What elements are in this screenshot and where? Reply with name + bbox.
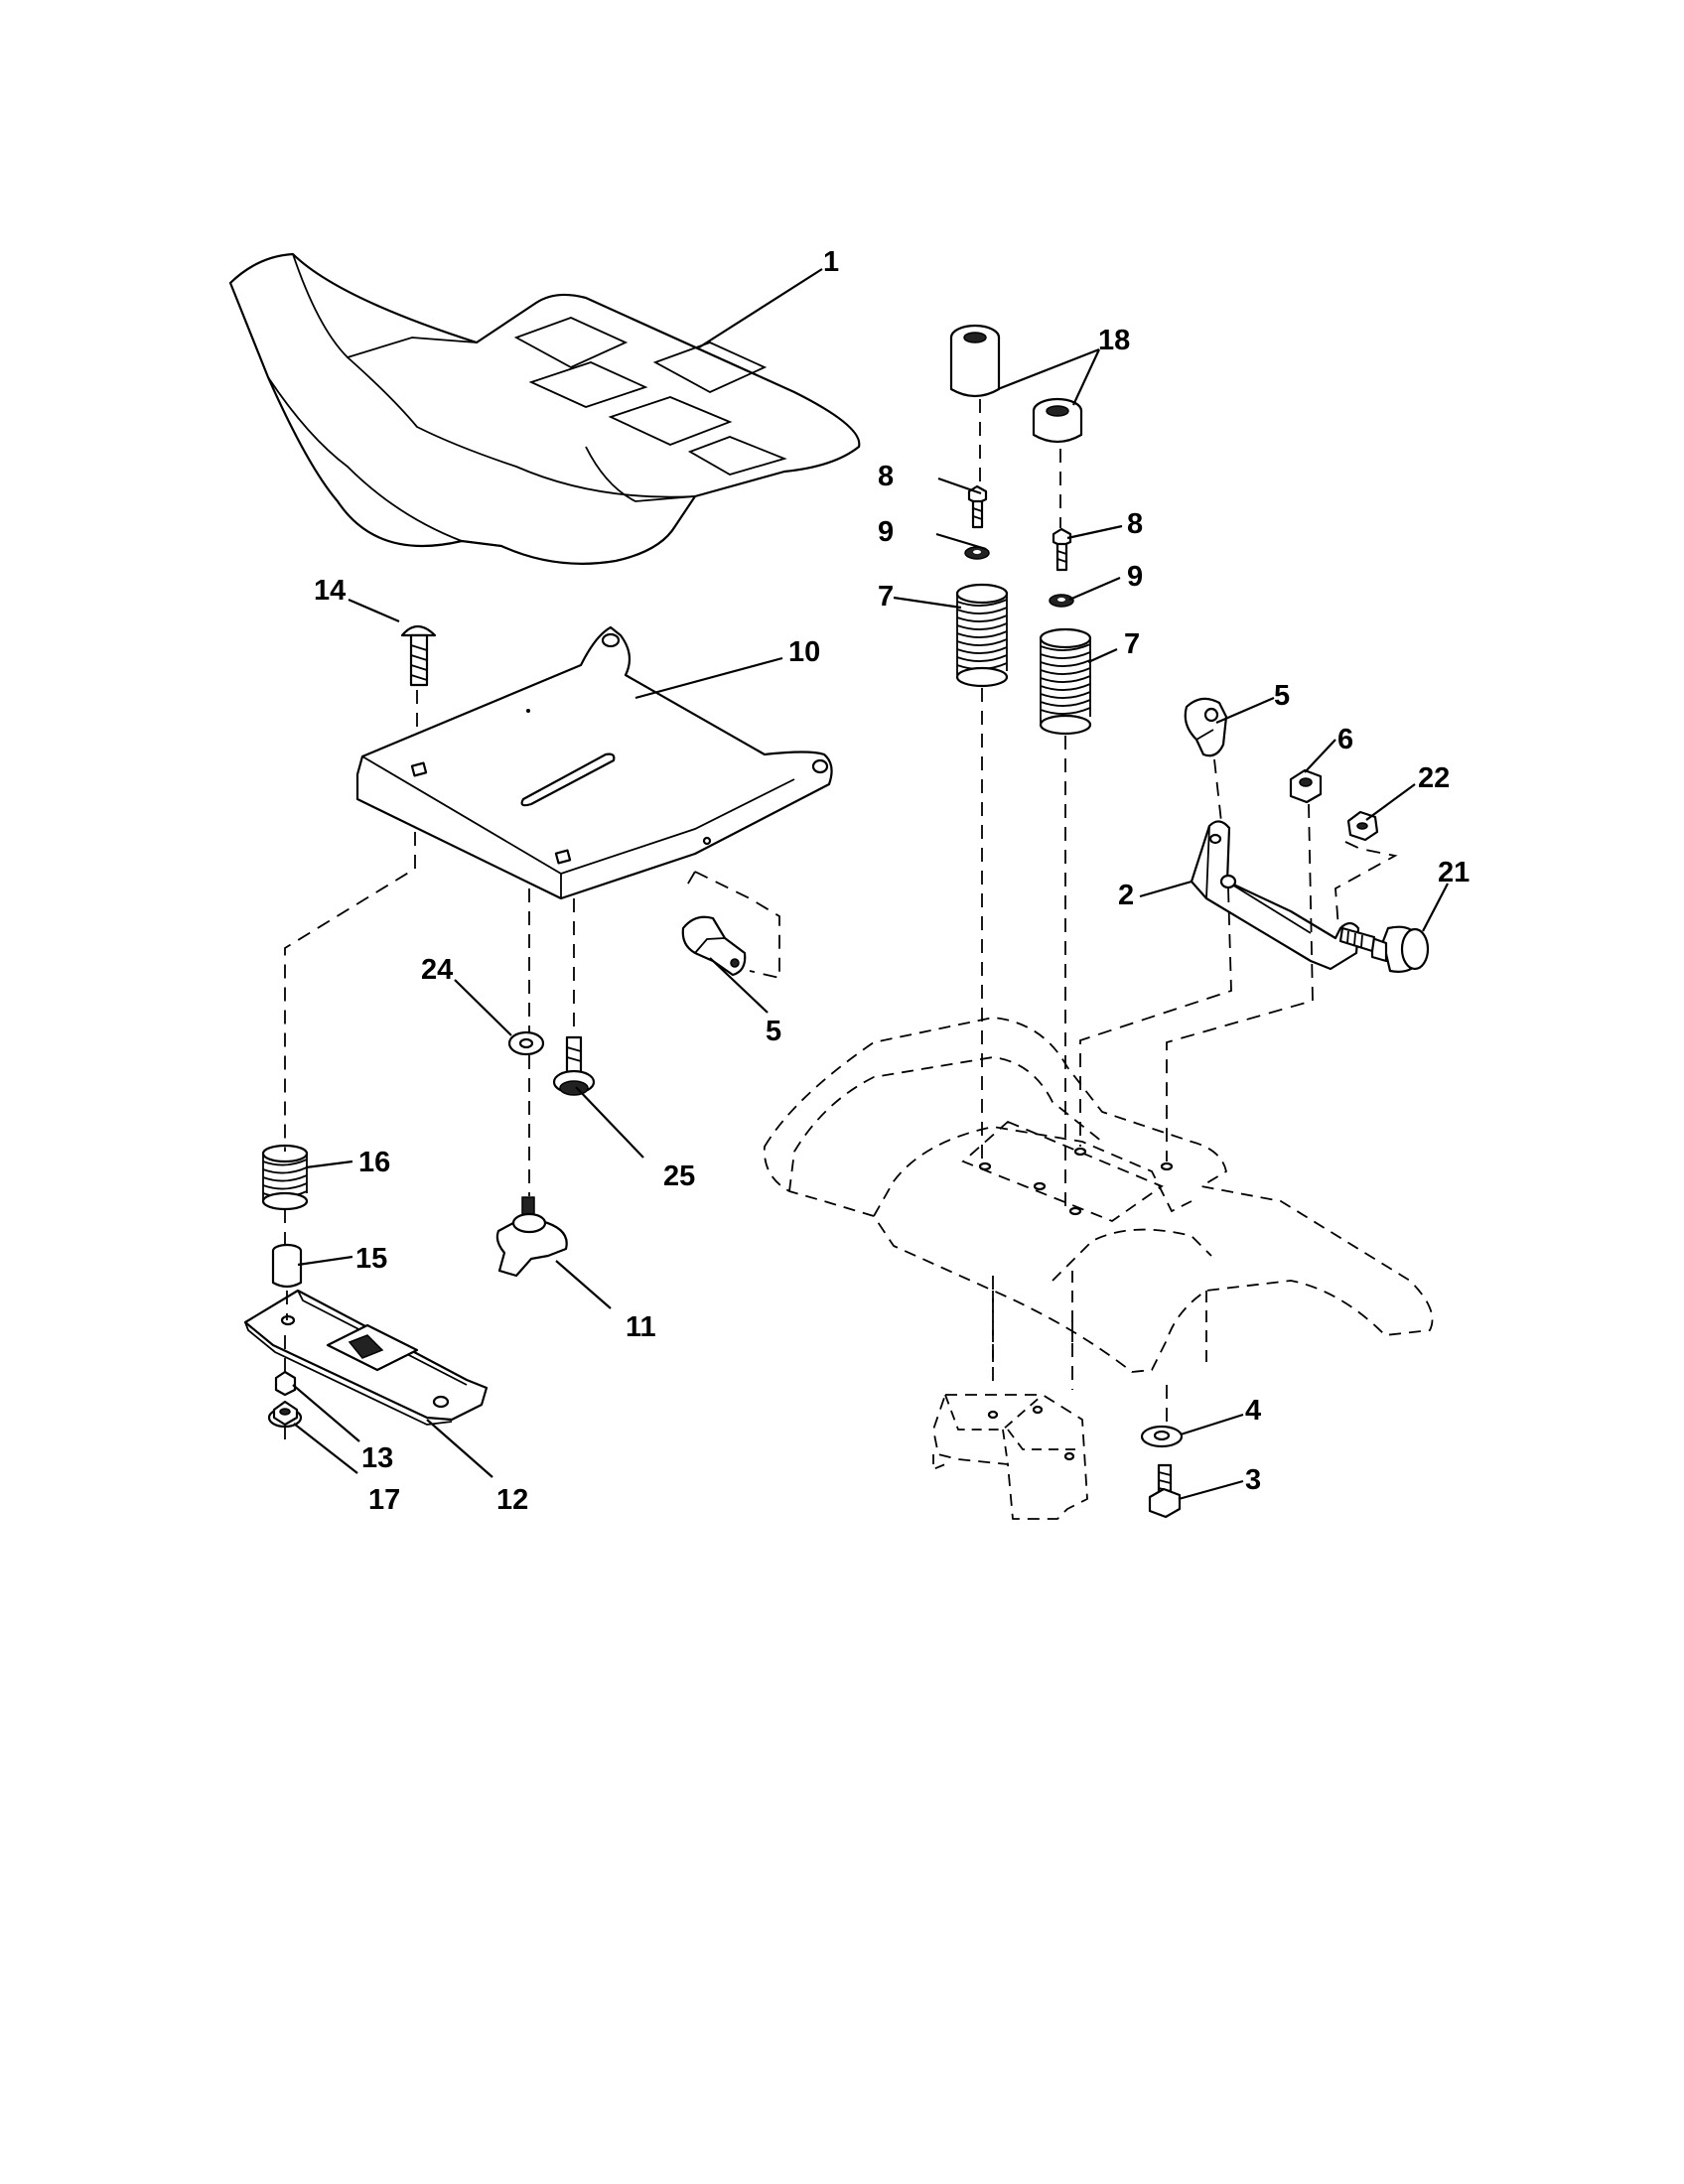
callout-14: 14 — [314, 575, 346, 607]
assembly-lines — [284, 399, 1398, 1439]
adjustment-knob — [495, 1196, 568, 1278]
fender-chassis-outline — [764, 1017, 1434, 1373]
hex-nut-22 — [1346, 810, 1379, 842]
callout-16: 16 — [358, 1147, 390, 1178]
callout-21: 21 — [1438, 857, 1470, 888]
switch-bracket — [1190, 820, 1360, 971]
carriage-bolt — [400, 624, 437, 687]
seat-spring-right — [1039, 627, 1092, 736]
flat-washer-24 — [507, 1030, 545, 1056]
shoulder-bolt — [552, 1035, 596, 1096]
callout-8-right: 8 — [1127, 508, 1143, 540]
callout-18: 18 — [1098, 325, 1130, 356]
callout-labels: 1 18 8 8 9 9 7 7 5 6 22 21 2 4 3 14 10 5… — [314, 246, 1470, 1516]
hex-bolt-right — [1052, 527, 1072, 572]
rubber-bumper-right — [1032, 397, 1083, 444]
callout-17: 17 — [368, 1484, 400, 1516]
hex-bolt-left — [967, 484, 988, 529]
callout-8-left: 8 — [878, 461, 894, 492]
seat-pan — [355, 625, 833, 900]
callout-24: 24 — [421, 954, 453, 986]
seat-spring-left — [955, 583, 1009, 688]
seat-clip-left — [681, 915, 747, 977]
callout-12: 12 — [496, 1484, 528, 1516]
callout-1: 1 — [823, 246, 839, 278]
callout-6: 6 — [1337, 724, 1353, 755]
callout-25: 25 — [663, 1160, 695, 1192]
callout-2: 2 — [1118, 880, 1134, 911]
shoulder-bolt-21 — [1338, 925, 1430, 973]
lock-nut — [1289, 768, 1323, 804]
callout-3: 3 — [1245, 1464, 1261, 1496]
callout-5-left: 5 — [766, 1016, 781, 1047]
flat-washer-4 — [1140, 1425, 1184, 1448]
rubber-bumper-left — [949, 324, 1001, 398]
callout-5-right: 5 — [1274, 680, 1290, 712]
callout-15: 15 — [355, 1243, 387, 1275]
callout-9-right: 9 — [1127, 561, 1143, 593]
spacer — [271, 1243, 303, 1289]
seat-clip-right — [1184, 697, 1228, 757]
compression-spring-16 — [261, 1144, 309, 1211]
seat-slide-plate — [243, 1289, 489, 1426]
lock-washer-right — [1049, 594, 1074, 608]
leader-lines — [292, 268, 1449, 1501]
lock-washer-left — [964, 546, 990, 560]
callout-10: 10 — [788, 636, 820, 668]
callout-7-right: 7 — [1124, 628, 1140, 660]
callout-13: 13 — [361, 1442, 393, 1474]
seat — [228, 252, 861, 565]
callout-4: 4 — [1245, 1395, 1261, 1427]
hex-nut-13 — [274, 1370, 297, 1397]
hex-bolt-3 — [1148, 1463, 1182, 1519]
flange-nut-17 — [267, 1400, 303, 1429]
frame-bracket-outline — [932, 1394, 1088, 1520]
callout-7-left: 7 — [878, 581, 894, 613]
callout-9-left: 9 — [878, 516, 894, 548]
callout-11: 11 — [626, 1311, 656, 1343]
callout-22: 22 — [1418, 762, 1450, 794]
